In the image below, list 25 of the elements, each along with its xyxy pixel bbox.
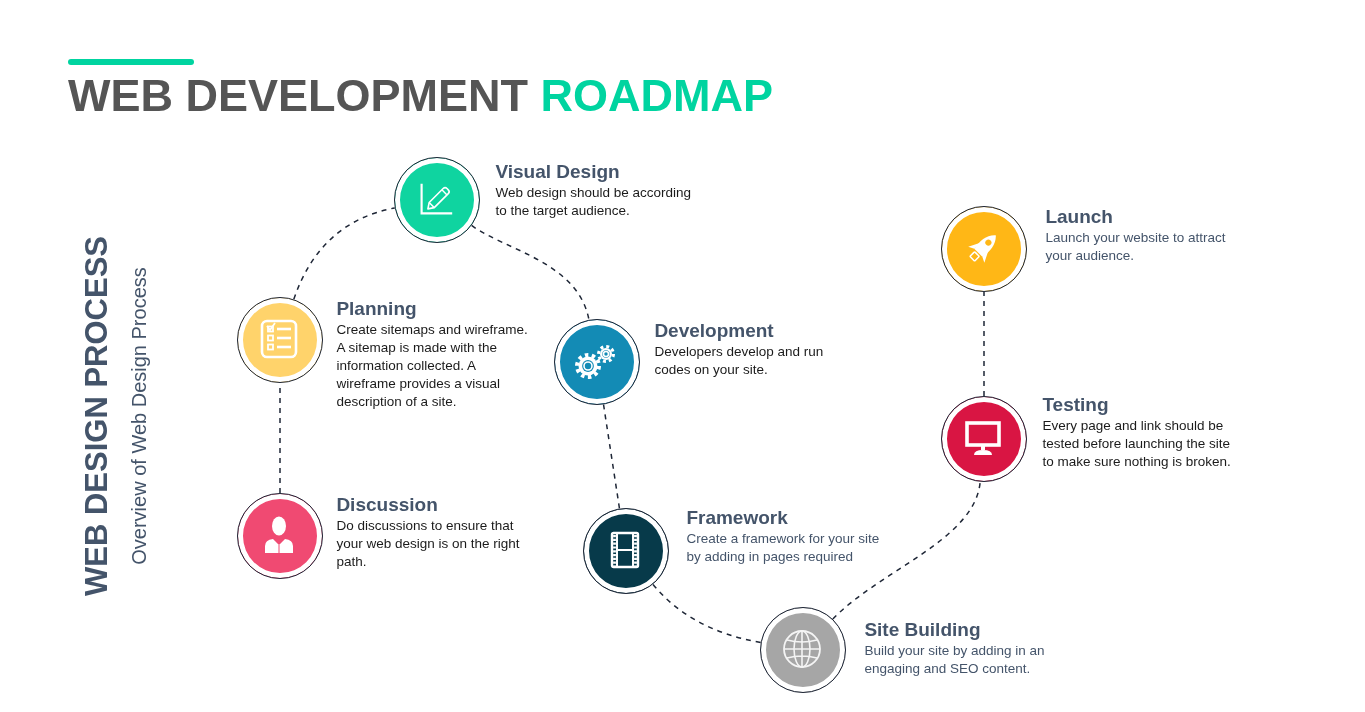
title: WEB DEVELOPMENT ROADMAP [68, 70, 774, 122]
dashed-connector [293, 207, 396, 301]
dashed-connector [652, 583, 762, 644]
step-description: Build your site by adding in an engaging and SEO content. [864, 642, 1046, 679]
dashed-connector [602, 403, 621, 510]
step-description: Do discussions to ensure that your web design is on the right path. [336, 517, 521, 572]
step-description: Every page and link should be tested before launching the site to make sure nothing is broken. [1042, 417, 1232, 472]
dashed-connector [470, 224, 590, 321]
step-description: Create sitemaps and wireframe. A sitemap is made with the information collected. A wireframe provides a visual description of a site. [336, 321, 529, 412]
step-title: Planning [336, 298, 417, 321]
dashed-connector [832, 481, 981, 620]
step-description: Web design should be according to the target audience. [495, 184, 693, 221]
step-title: Discussion [336, 494, 438, 517]
step-description: Developers develop and run codes on your site. [654, 343, 825, 380]
vertical-subtitle: Overview of Web Design Process [127, 267, 151, 565]
step-description: Launch your website to attract your audience. [1045, 229, 1227, 266]
dashed-connector [983, 291, 985, 397]
step-title: Site Building [864, 619, 981, 642]
step-title: Development [654, 320, 774, 343]
step-description: Create a framework for your site by adding in pages required [686, 530, 881, 567]
vertical-heading: WEB DESIGN PROCESS [79, 236, 115, 596]
step-title: Visual Design [495, 161, 620, 184]
step-title: Framework [686, 507, 788, 530]
step-title: Launch [1045, 206, 1113, 229]
step-title: Testing [1042, 394, 1109, 417]
